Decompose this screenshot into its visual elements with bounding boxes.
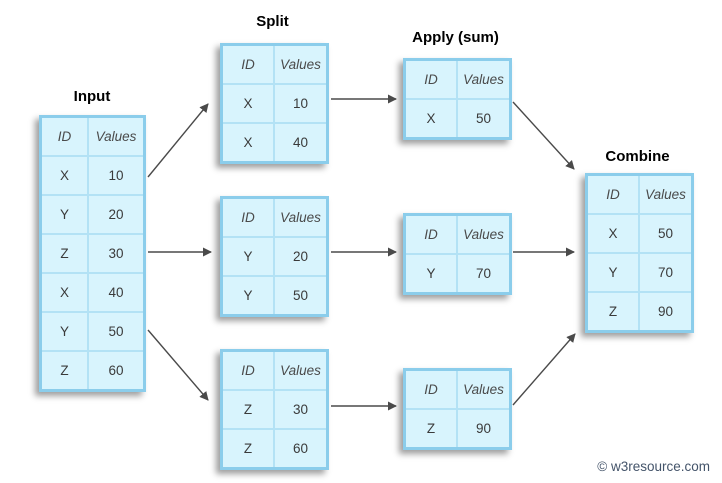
apply-table-y: ID Values Y 70 [403,213,512,295]
table-row: Z 90 [585,291,694,333]
value-cell: 30 [273,389,329,430]
column-header-values: Values [273,43,329,85]
table-row: Y 70 [403,253,512,295]
header-row: ID Values [585,173,694,215]
table-row: X 50 [585,213,694,254]
column-header-id: ID [403,58,458,100]
value-cell: 60 [87,350,146,392]
id-cell: Y [39,194,89,235]
table-row: X 10 [220,83,329,124]
column-header-id: ID [585,173,640,215]
column-header-id: ID [220,43,275,85]
value-cell: 70 [456,253,512,295]
column-header-id: ID [403,213,458,255]
header-row: ID Values [403,58,512,100]
table-row: X 10 [39,155,146,196]
column-header-values: Values [273,196,329,238]
column-header-id: ID [220,196,275,238]
header-row: ID Values [39,115,146,157]
table-row: Y 20 [220,236,329,277]
column-header-id: ID [39,115,89,157]
header-row: ID Values [220,43,329,85]
arrow-apply-x-to-combine [512,101,575,170]
id-cell: Z [39,350,89,392]
value-cell: 50 [456,98,512,140]
value-cell: 30 [87,233,146,274]
table-row: X 40 [220,122,329,164]
column-header-id: ID [220,349,275,391]
input-table: ID Values X 10 Y 20 Z 30 X 40 Y 50 Z 60 [39,115,146,392]
id-cell: Y [39,311,89,352]
id-cell: Z [39,233,89,274]
column-header-id: ID [403,368,458,410]
id-cell: Z [403,408,458,450]
value-cell: 20 [273,236,329,277]
value-cell: 20 [87,194,146,235]
header-row: ID Values [403,213,512,255]
header-row: ID Values [220,196,329,238]
value-cell: 40 [273,122,329,164]
value-cell: 90 [638,291,694,333]
column-header-values: Values [87,115,146,157]
split-table-z: ID Values Z 30 Z 60 [220,349,329,470]
table-row: Z 90 [403,408,512,450]
id-cell: Y [403,253,458,295]
value-cell: 50 [87,311,146,352]
value-cell: 70 [638,252,694,293]
table-row: Y 70 [585,252,694,293]
table-row: Z 60 [220,428,329,470]
watermark-text: © w3resource.com [597,459,710,474]
column-header-values: Values [273,349,329,391]
table-row: Z 30 [220,389,329,430]
header-row: ID Values [220,349,329,391]
value-cell: 10 [87,155,146,196]
table-row: X 40 [39,272,146,313]
apply-table-x: ID Values X 50 [403,58,512,140]
id-cell: X [220,83,275,124]
id-cell: Y [220,236,275,277]
value-cell: 10 [273,83,329,124]
split-table-x: ID Values X 10 X 40 [220,43,329,164]
apply-table-z: ID Values Z 90 [403,368,512,450]
column-header-values: Values [456,213,512,255]
arrow-input-to-split-x [147,103,209,178]
table-row: Y 50 [220,275,329,317]
column-header-values: Values [638,173,694,215]
value-cell: 60 [273,428,329,470]
id-cell: X [220,122,275,164]
table-row: X 50 [403,98,512,140]
id-cell: Z [585,291,640,333]
id-cell: X [585,213,640,254]
id-cell: X [403,98,458,140]
id-cell: Y [585,252,640,293]
table-row: Y 50 [39,311,146,352]
stage-title-input: Input [73,88,111,105]
id-cell: Y [220,275,275,317]
header-row: ID Values [403,368,512,410]
id-cell: Z [220,428,275,470]
stage-title-split: Split [256,13,289,30]
column-header-values: Values [456,368,512,410]
combine-table: ID Values X 50 Y 70 Z 90 [585,173,694,333]
value-cell: 50 [638,213,694,254]
id-cell: Z [220,389,275,430]
column-header-values: Values [456,58,512,100]
arrow-apply-z-to-combine [512,333,576,406]
value-cell: 90 [456,408,512,450]
table-row: Z 30 [39,233,146,274]
value-cell: 40 [87,272,146,313]
table-row: Z 60 [39,350,146,392]
stage-title-apply: Apply (sum) [412,29,499,46]
stage-title-combine: Combine [605,148,670,165]
value-cell: 50 [273,275,329,317]
split-table-y: ID Values Y 20 Y 50 [220,196,329,317]
id-cell: X [39,272,89,313]
id-cell: X [39,155,89,196]
arrow-input-to-split-z [147,329,209,401]
table-row: Y 20 [39,194,146,235]
